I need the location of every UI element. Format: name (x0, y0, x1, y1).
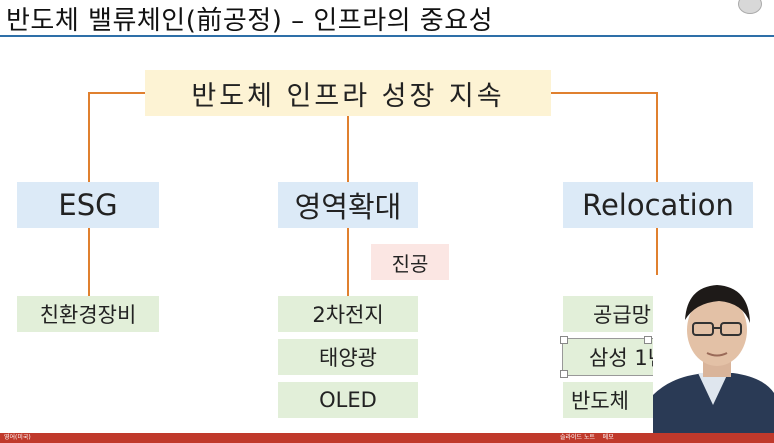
connector-left-vertical (88, 92, 90, 182)
connector-left-horizontal (88, 92, 146, 94)
vacuum-tag[interactable]: 진공 (371, 244, 449, 280)
expansion-item-oled[interactable]: OLED (278, 382, 418, 418)
category-esg[interactable]: ESG (17, 182, 159, 228)
expansion-item-solar[interactable]: 태양광 (278, 339, 418, 375)
connector-relocation-down (656, 228, 658, 296)
connector-center-vertical (347, 116, 349, 182)
presenter-figure-icon (653, 275, 774, 435)
infrastructure-growth-box[interactable]: 반도체 인프라 성장 지속 (145, 70, 551, 116)
connector-right-vertical (656, 92, 658, 182)
esg-item-eco-equipment[interactable]: 친환경장비 (17, 296, 159, 332)
title-underline (0, 35, 774, 37)
connector-esg-down (88, 228, 90, 296)
slide-notes-button[interactable]: 슬라이드 노트 (560, 434, 596, 441)
expansion-item-battery[interactable]: 2차전지 (278, 296, 418, 332)
selection-handle[interactable] (644, 336, 652, 344)
connector-right-horizontal (550, 92, 658, 94)
memo-button[interactable]: 메모 (602, 434, 614, 441)
selection-handle[interactable] (560, 370, 568, 378)
selection-handle[interactable] (560, 336, 568, 344)
status-bar: 영어(미국) 슬라이드 노트 메모 (0, 433, 774, 443)
connector-expansion-down (347, 228, 349, 296)
category-relocation[interactable]: Relocation (563, 182, 753, 228)
language-indicator[interactable]: 영어(미국) (4, 434, 31, 441)
slide-title: 반도체 밸류체인(前공정) – 인프라의 중요성 (6, 6, 494, 36)
presenter-webcam (653, 275, 774, 435)
category-expansion[interactable]: 영역확대 (278, 182, 418, 228)
status-bar-buttons: 슬라이드 노트 메모 (560, 433, 614, 443)
presenter-avatar-icon[interactable] (738, 0, 762, 14)
